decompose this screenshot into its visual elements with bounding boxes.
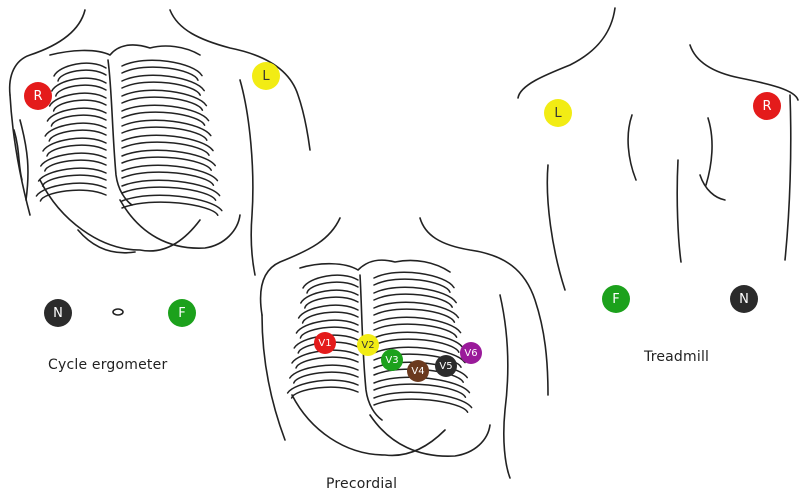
electrode-precordial-v1: V1 [314,332,336,354]
electrode-treadmill-l: L [544,99,572,127]
electrode-label-precordial-v6: V6 [464,348,477,359]
caption-treadmill: Treadmill [644,349,709,365]
caption-precordial: Precordial [326,476,397,492]
electrode-label-precordial-v3: V3 [385,355,398,366]
electrode-cycle-l: L [252,62,280,90]
electrode-treadmill-f: F [602,285,630,313]
electrode-precordial-v3: V3 [381,349,403,371]
electrode-precordial-v6: V6 [460,342,482,364]
treadmill-back [518,8,798,290]
electrode-label-treadmill-n: N [739,292,749,307]
caption-cycle-ergometer: Cycle ergometer [48,357,167,373]
electrode-label-treadmill-l: L [554,106,562,121]
electrode-label-treadmill-r: R [762,99,771,114]
navel [113,309,123,315]
cycle-ribs-left [36,63,106,201]
electrode-label-cycle-n: N [53,306,63,321]
precordial-ribs-right [374,272,472,412]
electrode-cycle-n: N [44,299,72,327]
electrode-treadmill-r: R [753,92,781,120]
electrode-label-precordial-v5: V5 [439,361,452,372]
electrode-label-cycle-l: L [262,69,270,84]
electrode-precordial-v4: V4 [407,360,429,382]
electrode-label-treadmill-f: F [612,292,619,307]
electrode-label-cycle-r: R [33,89,42,104]
electrode-precordial-v2: V2 [357,334,379,356]
precordial-torso [261,218,548,478]
cycle-ribs-right [122,60,222,215]
electrode-cycle-r: R [24,82,52,110]
electrode-label-cycle-f: F [178,306,185,321]
electrode-label-precordial-v2: V2 [361,340,374,351]
electrode-label-precordial-v4: V4 [411,366,424,377]
electrode-precordial-v5: V5 [435,355,457,377]
electrode-treadmill-n: N [730,285,758,313]
electrode-cycle-f: F [168,299,196,327]
electrode-label-precordial-v1: V1 [318,338,331,349]
cycle-torso [10,10,310,315]
